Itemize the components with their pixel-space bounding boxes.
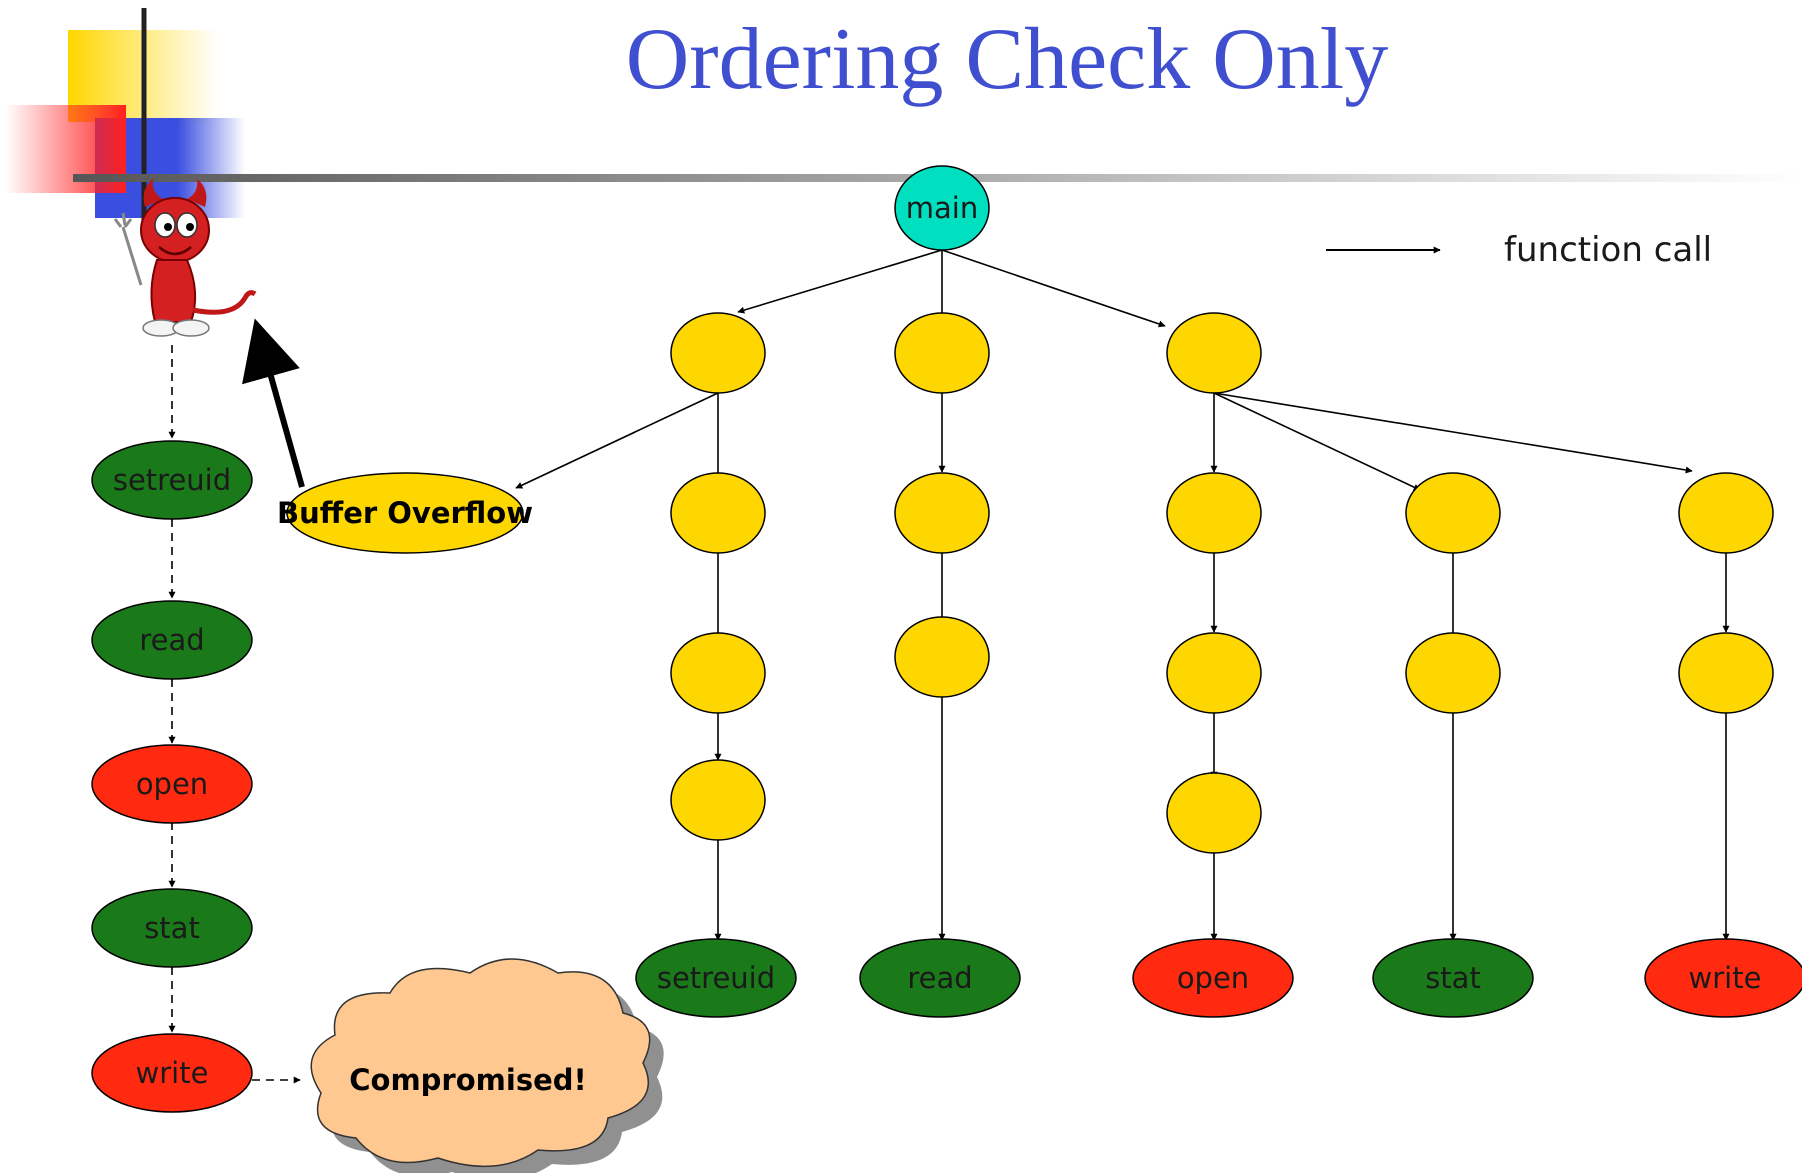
exploit-arrow [242,318,305,488]
seq-open-label: open [136,767,208,801]
buffer-overflow-label: Buffer Overflow [277,496,533,530]
node-e1 [1678,472,1774,554]
node-main: main [894,165,990,251]
edge-c1-to-d1 [1213,392,1421,491]
legend-label: function call [1504,230,1712,270]
leaf-open: open [1132,938,1294,1018]
seq-stat: stat [91,888,253,968]
edge-main-to-c1 [941,249,1166,328]
compromised-cloud: Compromised! [310,958,664,1173]
legend: function call [1326,230,1712,270]
node-c4 [1166,772,1262,854]
seq-open: open [91,744,253,824]
node-buffer-overflow: Buffer Overflow [277,472,533,554]
bsd-daemon-icon [113,179,257,337]
node-a4 [670,759,766,841]
node-b1 [894,312,990,394]
edge-c1-to-e1 [1213,392,1693,474]
node-b2 [894,472,990,554]
node-a3 [670,632,766,714]
node-e2 [1678,632,1774,714]
node-b3 [894,616,990,698]
leaf-read-label: read [907,961,972,995]
node-a1 [670,312,766,394]
leaf-stat-label: stat [1425,961,1481,995]
edge-a1-to-overflow [515,392,719,489]
seq-read-label: read [139,623,204,657]
sequence-edges [168,345,301,1084]
node-c2 [1166,472,1262,554]
leaf-setreuid-label: setreuid [657,961,775,995]
seq-write: write [91,1033,253,1113]
leaf-stat: stat [1372,938,1534,1018]
decorative-corner [6,8,245,225]
edge-main-to-a1 [737,249,943,314]
seq-write-label: write [136,1056,209,1090]
node-c3 [1166,632,1262,714]
leaf-open-label: open [1177,961,1249,995]
seq-read: read [91,600,253,680]
node-a2 [670,472,766,554]
node-c1 [1166,312,1262,394]
page-title: Ordering Check Only [626,11,1388,108]
seq-setreuid: setreuid [91,440,253,520]
leaf-read: read [859,938,1021,1018]
node-d1 [1405,472,1501,554]
leaf-write: write [1644,938,1802,1018]
seq-stat-label: stat [144,911,200,945]
compromised-label: Compromised! [349,1063,586,1097]
leaf-setreuid: setreuid [635,938,797,1018]
intermediate-nodes [670,312,1774,854]
leaf-write-label: write [1689,961,1762,995]
seq-setreuid-label: setreuid [113,463,231,497]
node-main-label: main [906,191,978,225]
node-d2 [1405,632,1501,714]
call-graph-edges [515,249,1730,941]
